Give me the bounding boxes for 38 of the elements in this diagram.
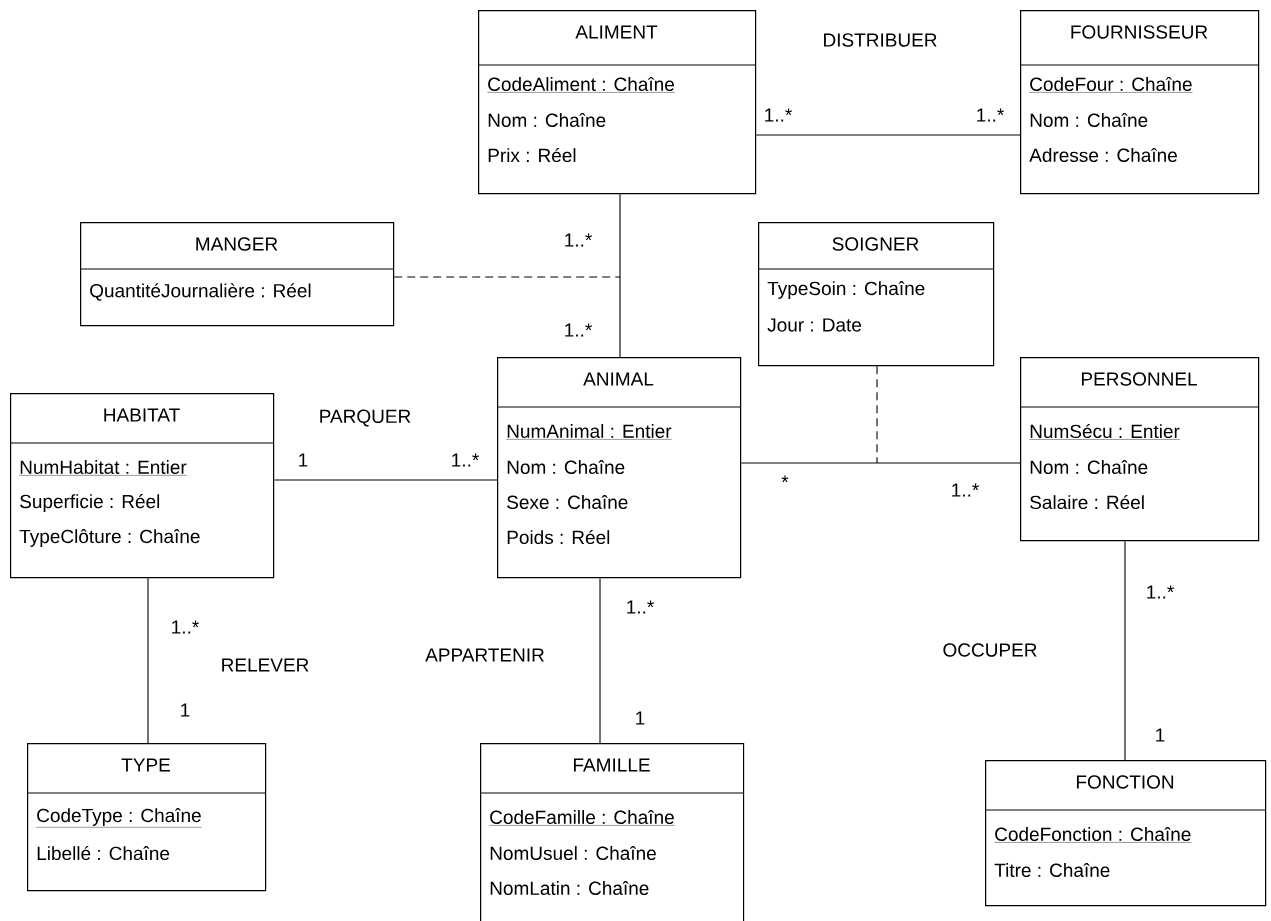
multiplicity: 1..* — [565, 233, 592, 247]
class-box: FOURNISSEUR CodeFour : Chaîne Nom : Chaîne Adresse : Chaîne — [1019, 10, 1260, 195]
class-box: MANGER QuantitéJournalière : Réel — [79, 222, 395, 327]
dashed-line — [393, 276, 621, 278]
class-box: PERSONNEL NumSécu : Entier Nom : Chaîne Salaire : Réel — [1019, 357, 1260, 542]
multiplicity: * — [781, 475, 789, 483]
association-name: PARQUER — [317, 408, 413, 428]
multiplicity: 1..* — [452, 453, 479, 467]
class-box: SOIGNER TypeSoin : Chaîne Jour : Date — [757, 222, 995, 367]
multiplicity: 1 — [1156, 728, 1165, 742]
association-name: OCCUPER — [941, 642, 1039, 658]
class-box: ANIMAL NumAnimal : Entier Nom : Chaîne Sexe : Chaîne Poids : Réel — [496, 357, 742, 579]
multiplicity: 1 — [299, 453, 308, 467]
multiplicity: 1..* — [952, 483, 979, 497]
association-line — [147, 577, 149, 744]
multiplicity: 1..* — [1147, 585, 1174, 599]
multiplicity: 1 — [181, 703, 190, 717]
association-name: DISTRIBUER — [821, 32, 939, 48]
multiplicity: 1..* — [627, 600, 654, 614]
class-box: HABITAT NumHabitat : Entier Superficie : Réel TypeClôture : Chaîne — [9, 393, 275, 579]
class-box: FAMILLE CodeFamille : Chaîne NomUsuel : Chaîne NomLatin : Chaîne — [479, 743, 745, 921]
association-line — [599, 577, 601, 744]
association-name: APPARTENIR — [424, 647, 546, 663]
multiplicity: 1..* — [565, 323, 592, 337]
class-box: TYPE CodeType : Chaîne Libellé : Chaîne — [26, 743, 267, 892]
association-line — [740, 462, 1021, 464]
multiplicity: 1 — [636, 711, 645, 725]
association-line — [619, 193, 621, 358]
dashed-line — [876, 365, 878, 464]
association-line — [755, 134, 1021, 136]
class-box: ALIMENT CodeAliment : Chaîne Nom : Chaîne Prix : Réel — [477, 10, 757, 195]
multiplicity: 1..* — [765, 108, 792, 122]
class-box: FONCTION CodeFonction : Chaîne Titre : Chaîne — [984, 760, 1267, 907]
association-line — [1124, 540, 1126, 761]
multiplicity: 1..* — [977, 108, 1004, 122]
association-name: RELEVER — [219, 657, 311, 673]
association-line — [273, 479, 498, 481]
multiplicity: 1..* — [172, 620, 199, 634]
